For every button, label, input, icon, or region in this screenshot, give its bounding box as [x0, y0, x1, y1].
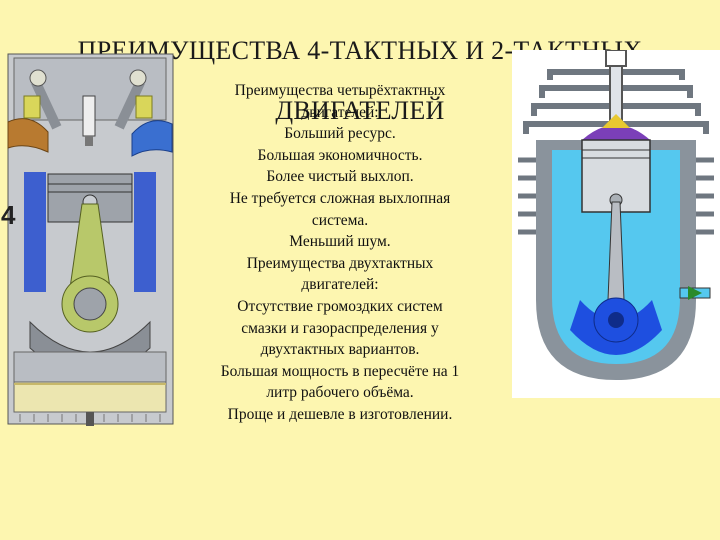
text-line: Не требуется сложная выхлопная [229, 189, 451, 207]
text-line: двигателей: [301, 103, 379, 121]
text-line: Большая мощность в пересчёте на 1 [220, 362, 460, 380]
text-line: литр рабочего объёма. [266, 384, 414, 402]
diagram-stroke-label: 4 [1, 200, 16, 230]
two-stroke-engine-diagram [512, 50, 720, 398]
text-line: Проще и дешевле в изготовлении. [227, 405, 453, 423]
text-line: Отсутствие громоздких систем [237, 297, 443, 315]
text-line: смазки и газораспределения у [241, 319, 439, 337]
text-line: Преимущества двухтактных [246, 254, 434, 272]
text-line: Меньший шум. [289, 233, 391, 251]
four-stroke-engine-diagram: 4 [1, 53, 174, 426]
advantages-text: Преимущества четырёхтактных двигателей: … [180, 80, 500, 426]
text-line: система. [311, 211, 369, 229]
text-line: Больший ресурс. [284, 125, 396, 143]
text-line: Более чистый выхлоп. [266, 168, 414, 186]
text-line: двухтактных вариантов. [260, 341, 420, 359]
text-line: Преимущества четырёхтактных [234, 82, 446, 99]
text-line: двигателей: [301, 276, 379, 294]
text-line: Большая экономичность. [257, 146, 423, 164]
title-line-2: ДВИГАТЕЛЕЙ [275, 96, 445, 125]
